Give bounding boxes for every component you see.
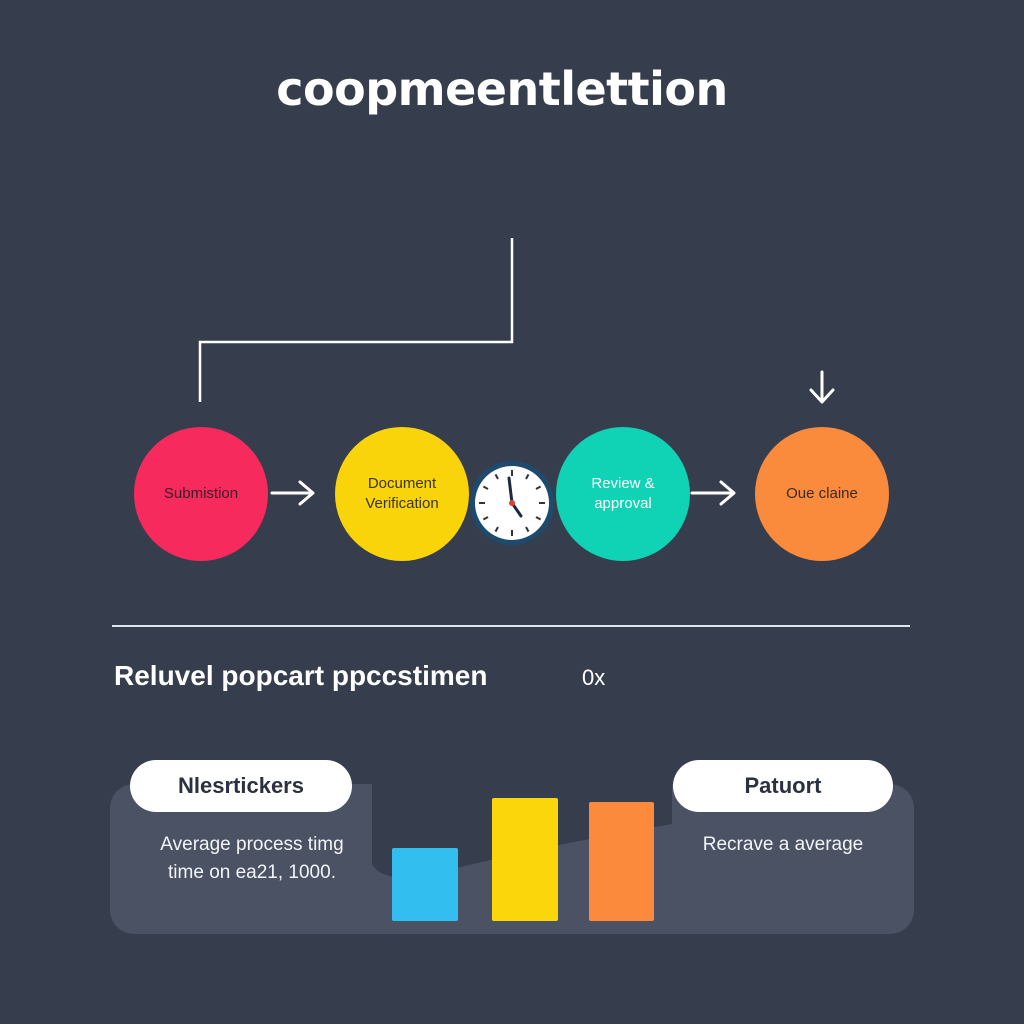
right-card-title[interactable]: Patuort xyxy=(673,760,893,812)
top-connector-line xyxy=(198,238,514,402)
stage-label: Submistion xyxy=(163,485,239,502)
bar-blue xyxy=(392,848,458,921)
section-badge: 0x xyxy=(582,665,606,690)
stage-final[interactable]: Oue claine xyxy=(755,427,889,561)
left-card-text-line-1: Average process timg xyxy=(160,834,344,855)
stage-label: Oue claine xyxy=(786,485,858,502)
page-title: coopmeentlettion xyxy=(276,62,728,116)
stage-review-approval[interactable]: Review & approval xyxy=(556,427,690,561)
section-heading: Reluvel popcart ppccstimen xyxy=(114,660,488,691)
left-card-text: Average process timg time on ea21, 1000. xyxy=(112,831,392,887)
section-divider xyxy=(112,625,910,627)
stage-label: Review & approval xyxy=(591,475,655,512)
right-card-text: Recrave a average xyxy=(702,834,864,855)
arrow-down-icon xyxy=(809,370,835,404)
bar-yellow xyxy=(492,798,558,921)
stage-document-verification[interactable]: Document Verification xyxy=(335,427,469,561)
left-card-title[interactable]: Nlesrtickers xyxy=(130,760,352,812)
bar-orange xyxy=(589,802,654,921)
stage-label: Document Verification xyxy=(365,475,439,512)
clock-icon xyxy=(470,461,554,545)
arrow-right-icon xyxy=(270,480,315,506)
stage-submission[interactable]: Submistion xyxy=(134,427,268,561)
left-card-text-line-2: time on ea21, 1000. xyxy=(168,862,336,883)
arrow-right-icon xyxy=(690,480,736,506)
